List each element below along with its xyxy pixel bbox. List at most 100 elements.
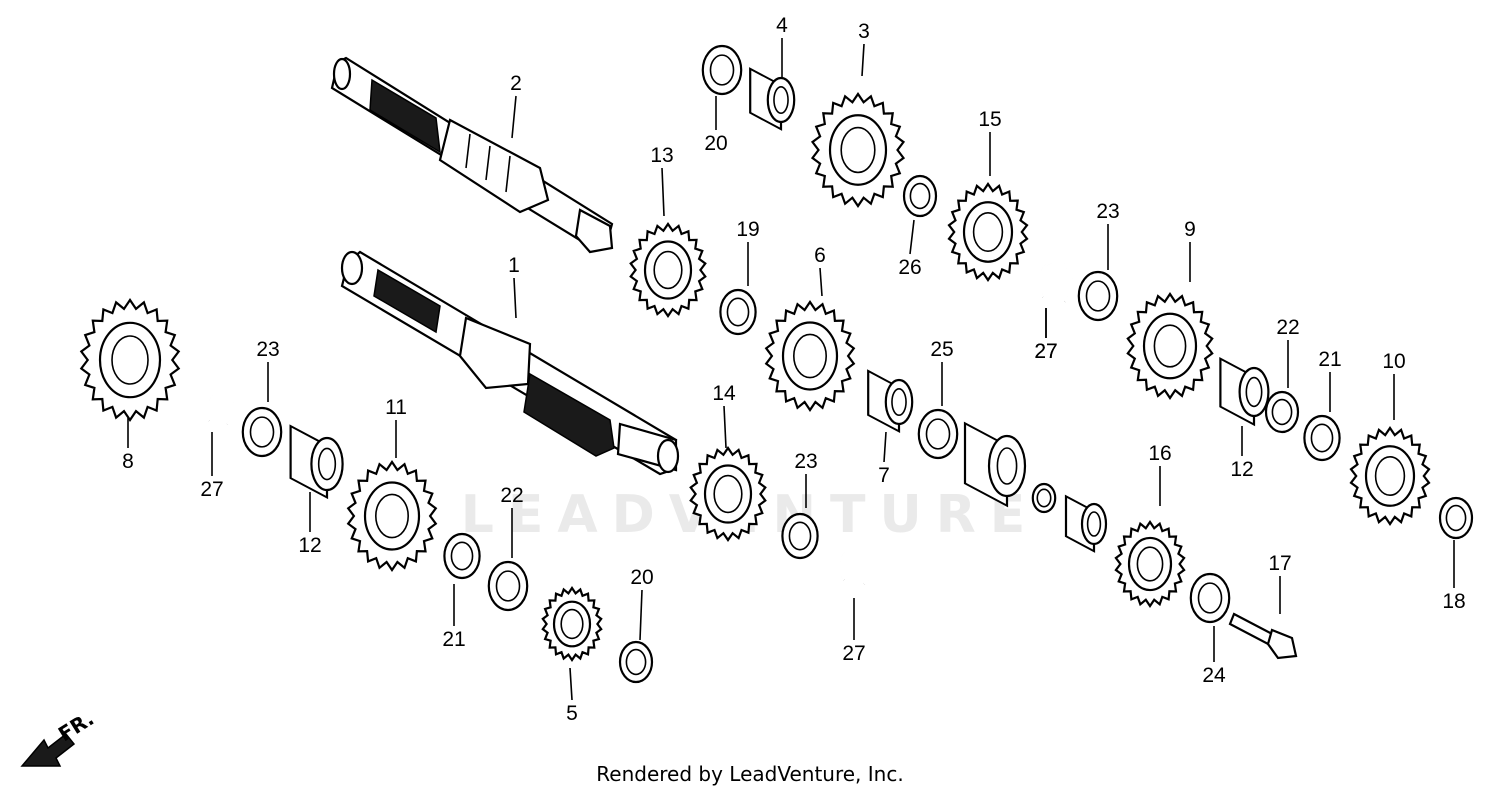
bushing-4[interactable] [749, 67, 796, 131]
callout-10[interactable]: 10 [1382, 350, 1406, 420]
callout-23[interactable]: 23 [256, 338, 280, 402]
callout-number: 16 [1148, 442, 1171, 465]
callout-25[interactable]: 25 [930, 338, 954, 406]
callout-leader [909, 219, 915, 255]
callout-23[interactable]: 23 [794, 450, 818, 508]
callout-leader [661, 167, 665, 217]
callout-1[interactable]: 1 [508, 254, 520, 319]
callout-11[interactable]: 11 [385, 396, 407, 458]
callout-8[interactable]: 8 [122, 418, 134, 473]
callout-21[interactable]: 21 [442, 584, 466, 651]
callout-leader [639, 589, 643, 641]
gear-3[interactable] [810, 92, 906, 208]
callout-number: 12 [298, 534, 321, 557]
callout-leader [861, 43, 865, 77]
washer-23[interactable] [781, 512, 819, 560]
callout-number: 10 [1382, 350, 1405, 373]
callout-13[interactable]: 13 [650, 144, 674, 217]
washer-25[interactable] [917, 408, 959, 460]
callout-9[interactable]: 9 [1184, 218, 1196, 282]
mainshaft[interactable] [340, 250, 680, 476]
gear-11[interactable] [346, 460, 438, 572]
washer-23[interactable] [241, 406, 283, 458]
callout-19[interactable]: 19 [736, 218, 760, 286]
callout-12[interactable]: 12 [298, 492, 322, 557]
callout-3[interactable]: 3 [858, 20, 870, 77]
callout-16[interactable]: 16 [1148, 442, 1172, 506]
collar-2[interactable] [1064, 494, 1108, 553]
washer-26[interactable] [902, 174, 938, 218]
gear-6[interactable] [764, 300, 856, 412]
callout-27[interactable]: 27 [842, 598, 866, 665]
callout-number: 12 [1230, 458, 1253, 481]
callout-number: 7 [878, 464, 890, 487]
circlip-27[interactable] [204, 390, 235, 426]
callout-number: 2 [510, 72, 522, 95]
callout-17[interactable]: 17 [1268, 552, 1292, 614]
washer-22[interactable] [487, 560, 529, 612]
callout-number: 4 [776, 14, 788, 37]
callout-18[interactable]: 18 [1442, 540, 1466, 613]
washer-24[interactable] [1189, 572, 1231, 624]
footer-credit: Rendered by LeadVenture, Inc. [596, 762, 904, 786]
sprocket-16[interactable] [1114, 520, 1186, 608]
callout-number: 27 [1034, 340, 1057, 363]
callout-number: 17 [1268, 552, 1291, 575]
callout-number: 27 [200, 478, 223, 501]
callout-number: 9 [1184, 218, 1196, 241]
callout-24[interactable]: 24 [1202, 626, 1226, 687]
callout-20[interactable]: 20 [704, 96, 728, 155]
callout-23[interactable]: 23 [1096, 200, 1120, 270]
circlip-27[interactable] [1037, 260, 1074, 303]
callout-14[interactable]: 14 [712, 382, 736, 449]
callout-21[interactable]: 21 [1318, 348, 1342, 412]
callout-number: 5 [566, 702, 578, 725]
callout-26[interactable]: 26 [898, 219, 922, 279]
collar[interactable] [1031, 482, 1057, 514]
callout-leader [513, 277, 517, 319]
gear-10[interactable] [1349, 426, 1431, 526]
callout-2[interactable]: 2 [510, 72, 522, 139]
callout-number: 23 [256, 338, 279, 361]
washer-20[interactable] [701, 44, 743, 96]
callout-15[interactable]: 15 [978, 108, 1002, 176]
callout-5[interactable]: 5 [566, 667, 578, 725]
countershaft[interactable] [330, 56, 614, 254]
bolt-17[interactable] [1228, 612, 1298, 660]
callout-number: 23 [794, 450, 817, 473]
washer-19[interactable] [719, 288, 757, 336]
circlip-27[interactable] [839, 546, 872, 585]
front-direction-arrow-icon: FR. [20, 706, 98, 767]
callout-12[interactable]: 12 [1230, 426, 1254, 481]
bushing-12[interactable] [289, 424, 344, 500]
washer-22[interactable] [1264, 390, 1300, 434]
washer-23[interactable] [1077, 270, 1119, 322]
callout-27[interactable]: 27 [200, 432, 224, 501]
callout-27[interactable]: 27 [1034, 308, 1058, 363]
bushing-7[interactable] [867, 369, 914, 434]
callout-20[interactable]: 20 [630, 566, 654, 641]
callout-number: 24 [1202, 664, 1226, 687]
washer-21[interactable] [1303, 414, 1341, 462]
bushing-12[interactable] [1219, 356, 1270, 427]
washer-21[interactable] [443, 532, 481, 580]
gear-15[interactable] [947, 182, 1029, 282]
gear-5[interactable] [541, 586, 603, 662]
callout-22[interactable]: 22 [500, 484, 524, 558]
callout-leader [819, 267, 823, 297]
gear-9[interactable] [1126, 292, 1214, 400]
gear-8[interactable] [79, 298, 181, 422]
callout-number: 6 [814, 244, 826, 267]
callout-7[interactable]: 7 [878, 431, 890, 487]
callout-22[interactable]: 22 [1276, 316, 1300, 388]
callout-4[interactable]: 4 [776, 14, 788, 78]
callout-number: 22 [1276, 316, 1299, 339]
washer-18[interactable] [1438, 496, 1474, 540]
bearing[interactable] [963, 421, 1027, 508]
callout-number: 20 [704, 132, 727, 155]
callout-6[interactable]: 6 [814, 244, 826, 297]
washer-20[interactable] [618, 640, 654, 684]
gear-14[interactable] [689, 446, 767, 542]
gear-13[interactable] [629, 222, 707, 318]
